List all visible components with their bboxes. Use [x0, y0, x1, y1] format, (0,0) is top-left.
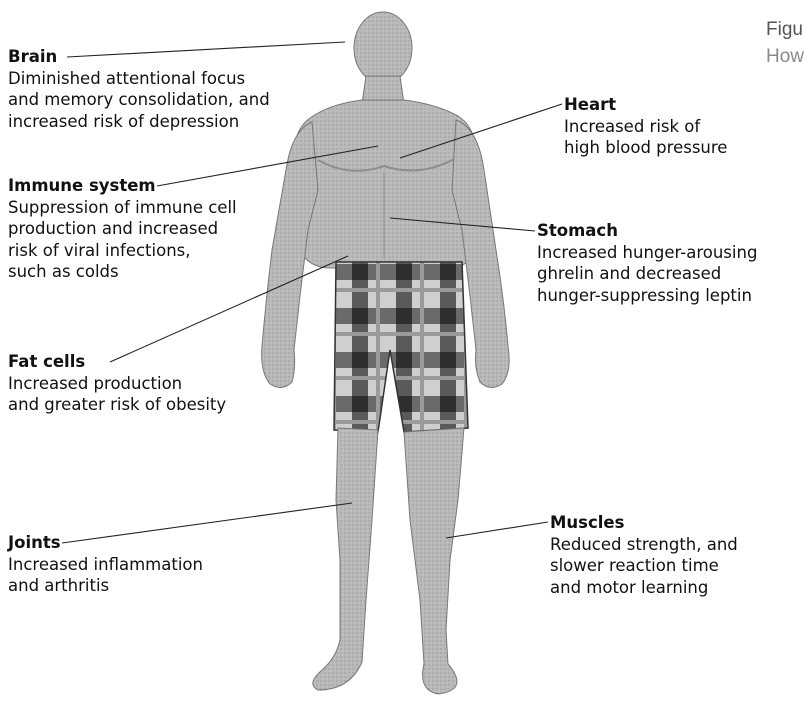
callout-immune-line: production and increased	[8, 218, 237, 240]
callout-immune-system: Immune system Suppression of immune cell…	[8, 175, 237, 283]
callout-fat-title: Fat cells	[8, 351, 226, 373]
boxer-shorts	[334, 262, 468, 432]
callout-fat-line: and greater risk of obesity	[8, 394, 226, 416]
callout-brain-line: Diminished attentional focus	[8, 68, 270, 90]
callout-joints-line: Increased inflammation	[8, 554, 203, 576]
callout-fat-line: Increased production	[8, 373, 226, 395]
callout-brain: Brain Diminished attentional focus and m…	[8, 46, 270, 132]
callout-muscles-line: and motor learning	[550, 577, 738, 599]
callout-stomach-line: hunger-suppressing leptin	[537, 285, 757, 307]
head	[354, 12, 412, 104]
callout-joints-title: Joints	[8, 532, 203, 554]
callout-heart-title: Heart	[564, 94, 727, 116]
callout-stomach-title: Stomach	[537, 220, 757, 242]
callout-heart-line: high blood pressure	[564, 137, 727, 159]
torso	[292, 100, 478, 268]
callout-heart-line: Increased risk of	[564, 116, 727, 138]
callout-muscles-line: slower reaction time	[550, 555, 738, 577]
callout-joints-line: and arthritis	[8, 575, 203, 597]
callout-immune-line: risk of viral infections,	[8, 240, 237, 262]
callout-muscles-title: Muscles	[550, 512, 738, 534]
callout-stomach-line: ghrelin and decreased	[537, 263, 757, 285]
callout-fat-cells: Fat cells Increased production and great…	[8, 351, 226, 416]
callout-muscles: Muscles Reduced strength, and slower rea…	[550, 512, 738, 598]
callout-immune-line: such as colds	[8, 261, 237, 283]
leader-muscles	[446, 522, 548, 538]
figure-caption: Figu How	[766, 16, 804, 70]
callout-stomach: Stomach Increased hunger-arousing ghreli…	[537, 220, 757, 306]
callout-muscles-line: Reduced strength, and	[550, 534, 738, 556]
right-leg	[404, 428, 464, 694]
callout-joints: Joints Increased inflammation and arthri…	[8, 532, 203, 597]
callout-brain-title: Brain	[8, 46, 270, 68]
callout-immune-title: Immune system	[8, 175, 237, 197]
callout-brain-line: and memory consolidation, and	[8, 89, 270, 111]
figure-caption-subtitle: How	[766, 46, 804, 67]
callout-brain-line: increased risk of depression	[8, 111, 270, 133]
left-leg	[313, 428, 378, 690]
callout-immune-line: Suppression of immune cell	[8, 197, 237, 219]
callout-heart: Heart Increased risk of high blood press…	[564, 94, 727, 159]
figure-caption-title: Figu	[766, 19, 803, 40]
callout-stomach-line: Increased hunger-arousing	[537, 242, 757, 264]
